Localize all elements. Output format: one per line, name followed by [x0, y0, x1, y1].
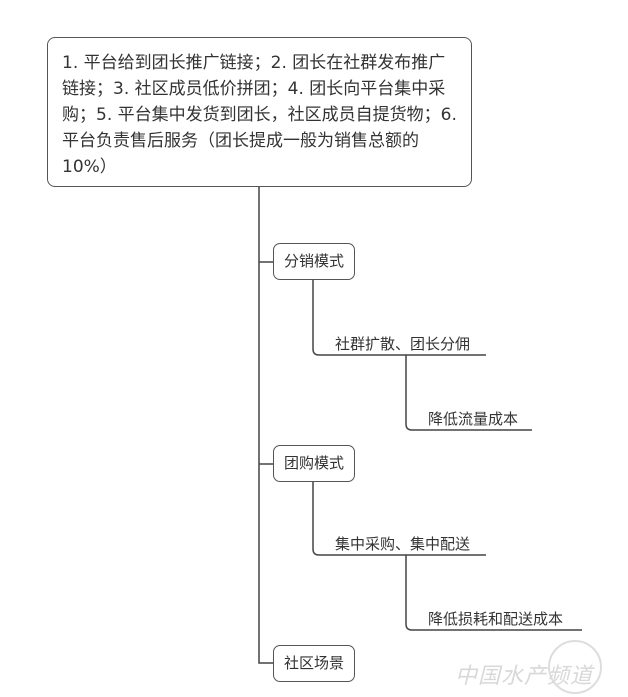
node-label: 分销模式	[283, 252, 344, 270]
root-text: 1. 平台给到团长推广链接；2. 团长在社群发布推广链接；3. 社区成员低价拼团…	[62, 53, 457, 177]
globe-watermark-icon	[548, 640, 602, 694]
watermark: 中国水产频道	[455, 664, 594, 689]
child-line-1	[312, 280, 486, 356]
node-group-buy-mode[interactable]: 团购模式	[273, 445, 355, 482]
grandchild-line-1	[405, 355, 532, 431]
root-node[interactable]: 1. 平台给到团长推广链接；2. 团长在社群发布推广链接；3. 社区成员低价拼团…	[47, 37, 472, 187]
leaf-lower-traffic-cost[interactable]: 降低流量成本	[428, 410, 519, 428]
child-line-2	[312, 482, 486, 556]
grandchild-line-2	[405, 555, 582, 631]
node-label: 团购模式	[283, 454, 344, 472]
node-community-scene[interactable]: 社区场景	[273, 645, 355, 682]
leaf-community-spread[interactable]: 社群扩散、团长分佣	[335, 335, 471, 353]
leaf-central-purchase[interactable]: 集中采购、集中配送	[335, 535, 471, 553]
trunk-line	[258, 187, 273, 664]
node-distribution-mode[interactable]: 分销模式	[273, 243, 355, 280]
node-label: 社区场景	[283, 654, 344, 672]
leaf-lower-loss-cost[interactable]: 降低损耗和配送成本	[428, 610, 564, 628]
